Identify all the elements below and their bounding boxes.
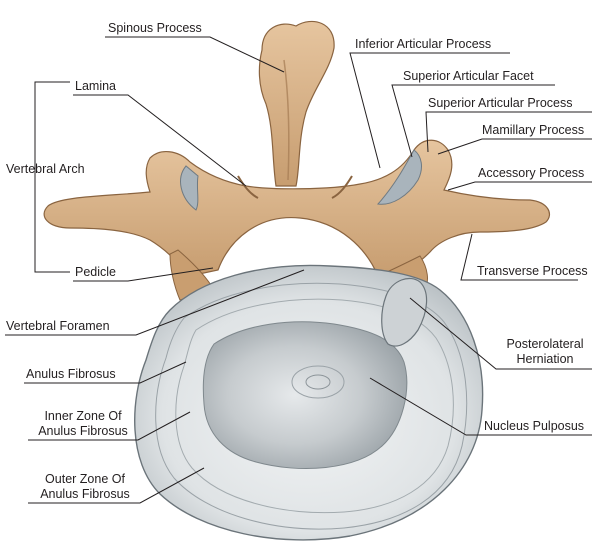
- label-nucleus-pulposus: Nucleus Pulposus: [484, 419, 585, 433]
- label-inner-zone-line1: Inner Zone Of: [44, 409, 122, 423]
- intervertebral-disc-shape: [134, 264, 484, 541]
- label-pedicle: Pedicle: [75, 265, 116, 279]
- label-transverse-process: Transverse Process: [477, 264, 588, 278]
- label-outer-zone-line1: Outer Zone Of: [45, 472, 125, 486]
- leader-lines: [5, 36, 592, 504]
- label-anulus-fibrosus: Anulus Fibrosus: [26, 367, 116, 381]
- label-outer-zone-line2: Anulus Fibrosus: [40, 487, 130, 501]
- vertebral-arch-shape: [43, 20, 551, 301]
- label-inner-zone-line2: Anulus Fibrosus: [38, 424, 128, 438]
- label-posterolateral-herniation-line2: Herniation: [516, 352, 574, 366]
- label-superior-articular-process: Superior Articular Process: [428, 96, 573, 110]
- label-mamillary-process: Mamillary Process: [482, 123, 585, 137]
- label-vertebral-arch: Vertebral Arch: [6, 162, 85, 176]
- label-vertebral-foramen: Vertebral Foramen: [6, 319, 110, 333]
- label-superior-articular-facet: Superior Articular Facet: [403, 69, 534, 83]
- label-lamina: Lamina: [75, 79, 116, 93]
- label-outer-zone-of-anulus-fibrosus: Outer Zone Of Anulus Fibrosus: [30, 472, 140, 502]
- label-inferior-articular-process: Inferior Articular Process: [355, 37, 492, 51]
- label-posterolateral-herniation-line1: Posterolateral: [506, 337, 584, 351]
- label-inner-zone-of-anulus-fibrosus: Inner Zone Of Anulus Fibrosus: [28, 409, 138, 439]
- label-posterolateral-herniation: Posterolateral Herniation: [498, 337, 592, 367]
- label-spinous-process: Spinous Process: [108, 21, 202, 35]
- label-accessory-process: Accessory Process: [478, 166, 585, 180]
